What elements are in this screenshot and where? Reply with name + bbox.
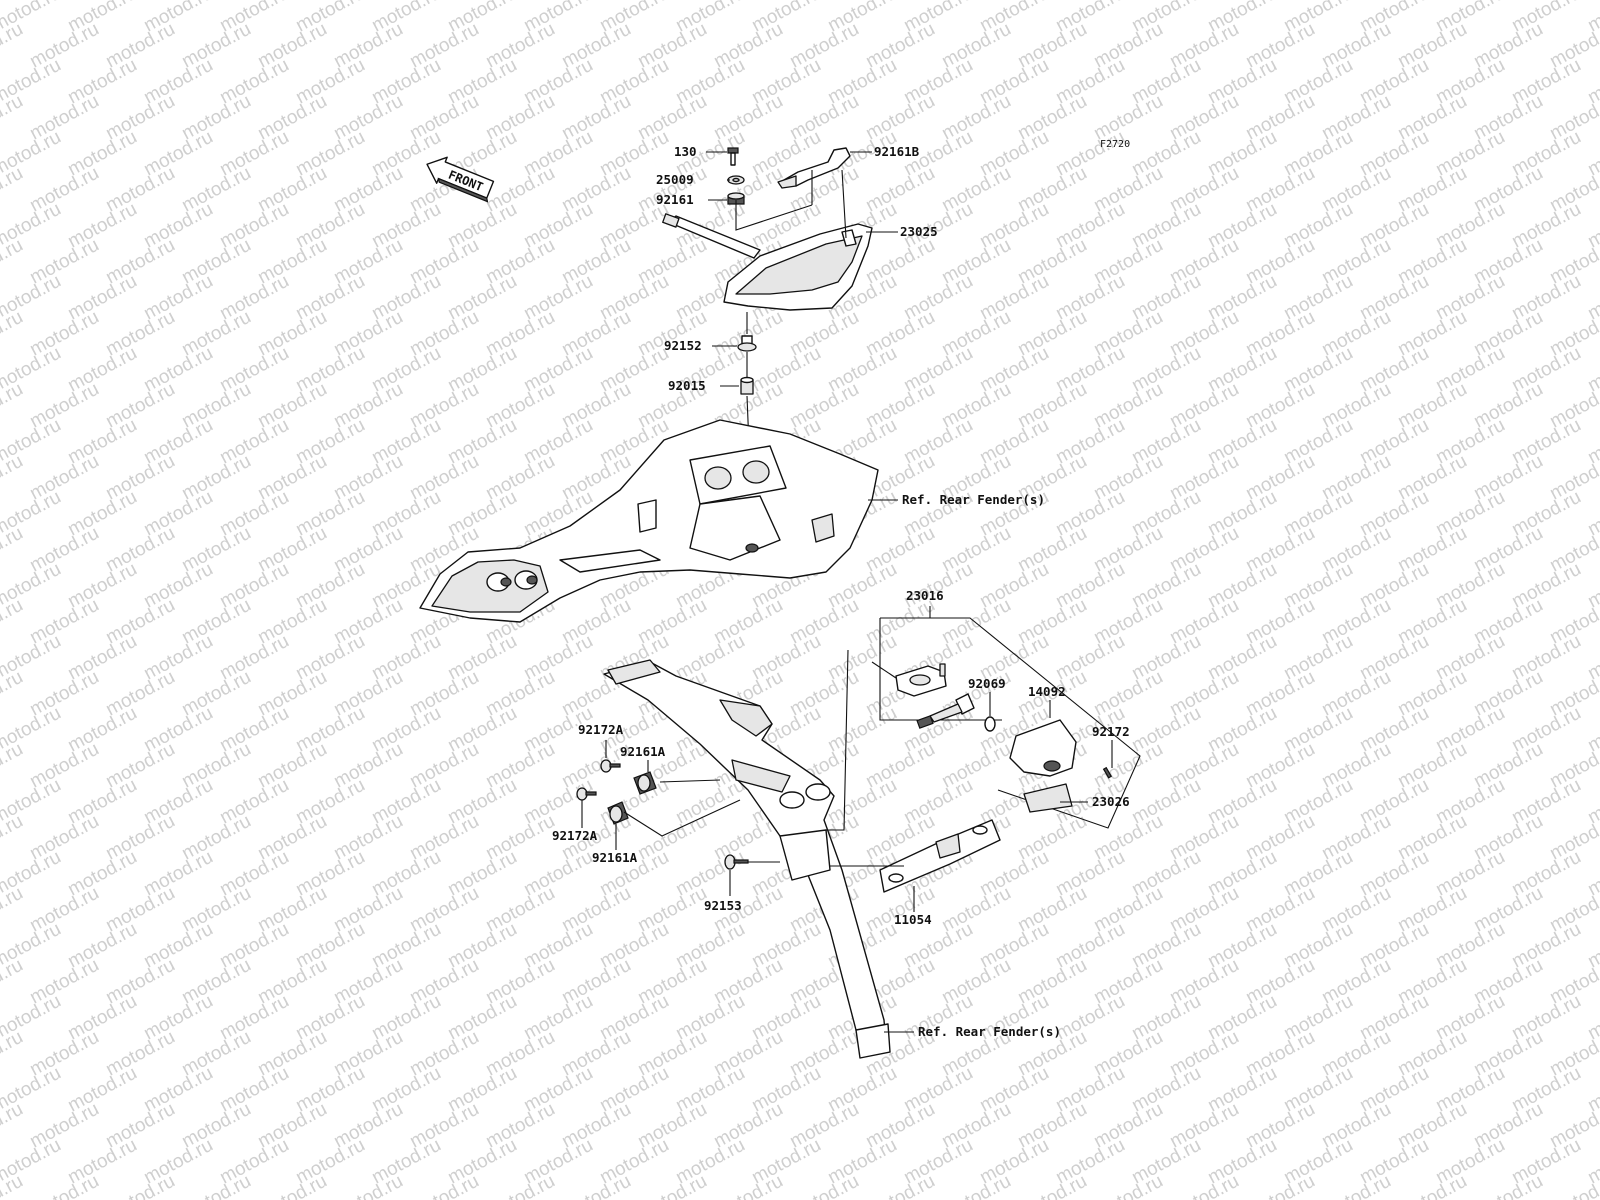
- label-ref-rear-fender-bottom: Ref. Rear Fender(s): [918, 1024, 1061, 1039]
- label-130: 130: [674, 144, 697, 159]
- label-23016: 23016: [906, 588, 944, 603]
- watermark-text: motod.ru: [1394, 1171, 1470, 1200]
- license-bracket-foot: [855, 1023, 891, 1059]
- watermark-text: motod.ru: [558, 1171, 634, 1200]
- watermark-text: motod.ru: [0, 523, 27, 577]
- watermark-text: motod.ru: [1318, 1171, 1394, 1200]
- license-bracket-hole-2: [805, 783, 831, 801]
- label-92172: 92172: [1092, 724, 1130, 739]
- bolt-130: [727, 147, 739, 166]
- label-92152: 92152: [664, 338, 702, 353]
- label-92172A-lower: 92172A: [552, 828, 598, 843]
- license-bracket-hole-1: [779, 791, 805, 809]
- diagram-code: F2720: [1100, 139, 1130, 150]
- watermark-text: motod.ru: [26, 1171, 102, 1200]
- watermark-text: motod.ru: [938, 1171, 1014, 1200]
- leader-socket: [871, 661, 897, 679]
- label-92161A-upper: 92161A: [620, 744, 666, 759]
- watermark-text: motod.ru: [0, 235, 27, 289]
- label-92161A-lower: 92161A: [592, 850, 638, 865]
- label-11054: 11054: [894, 912, 932, 927]
- watermark-text: motod.ru: [0, 595, 27, 649]
- watermark-text: motod.ru: [0, 451, 27, 505]
- bolt-head: [727, 147, 739, 154]
- fender-rear-hole-2: [742, 460, 770, 484]
- label-92161B: 92161B: [874, 144, 920, 159]
- label-92172A-upper: 92172A: [578, 722, 624, 737]
- label-14092: 14092: [1028, 684, 1066, 699]
- watermark-text: motod.ru: [0, 19, 27, 73]
- fender-rear-hole-1: [704, 466, 732, 490]
- watermark-text: motod.ru: [634, 1171, 710, 1200]
- watermark-text: motod.ru: [0, 1027, 27, 1081]
- watermark-text: motod.ru: [0, 883, 27, 937]
- watermark-text: motod.ru: [1166, 1171, 1242, 1200]
- watermark-text: motod.ru: [0, 1099, 27, 1153]
- bolt-shank: [730, 152, 736, 166]
- watermark-text: motod.ru: [1014, 1171, 1090, 1200]
- watermark-text: motod.ru: [178, 1171, 254, 1200]
- watermark-text: motod.ru: [406, 1171, 482, 1200]
- bush-92015: [740, 376, 754, 395]
- watermark-text: motod.ru: [0, 811, 27, 865]
- watermark-text: motod.ru: [0, 379, 27, 433]
- watermark-text: motod.ru: [102, 1171, 178, 1200]
- watermark-text: motod.ru: [254, 1171, 330, 1200]
- watermark-text: motod.ru: [0, 739, 27, 793]
- watermark-text: motod.ru: [786, 1171, 862, 1200]
- watermark-text: motod.ru: [1090, 1171, 1166, 1200]
- fender-left-tab: [637, 499, 657, 533]
- label-92015: 92015: [668, 378, 706, 393]
- watermark-text: motod.ru: [482, 1171, 558, 1200]
- watermark-text: motod.ru: [0, 163, 27, 217]
- watermark-text: motod.ru: [1242, 1171, 1318, 1200]
- watermark-text: motod.ru: [0, 307, 27, 361]
- label-23025: 23025: [900, 224, 938, 239]
- label-25009: 25009: [656, 172, 694, 187]
- watermark-text: motod.ru: [0, 955, 27, 1009]
- washer-hole: [732, 177, 740, 183]
- watermark-text: motod.ru: [862, 1171, 938, 1200]
- label-92153: 92153: [704, 898, 742, 913]
- label-92069: 92069: [968, 676, 1006, 691]
- watermark-text: motod.ru: [0, 91, 27, 145]
- watermark-text: motod.ru: [710, 1171, 786, 1200]
- label-92161: 92161: [656, 192, 694, 207]
- label-23026: 23026: [1092, 794, 1130, 809]
- watermark-text: motod.ru: [0, 667, 27, 721]
- watermark-text: motod.ru: [330, 1171, 406, 1200]
- watermark-text: motod.ru: [1470, 1171, 1546, 1200]
- label-ref-rear-fender-top: Ref. Rear Fender(s): [902, 492, 1045, 507]
- bulb-92069: [984, 716, 996, 732]
